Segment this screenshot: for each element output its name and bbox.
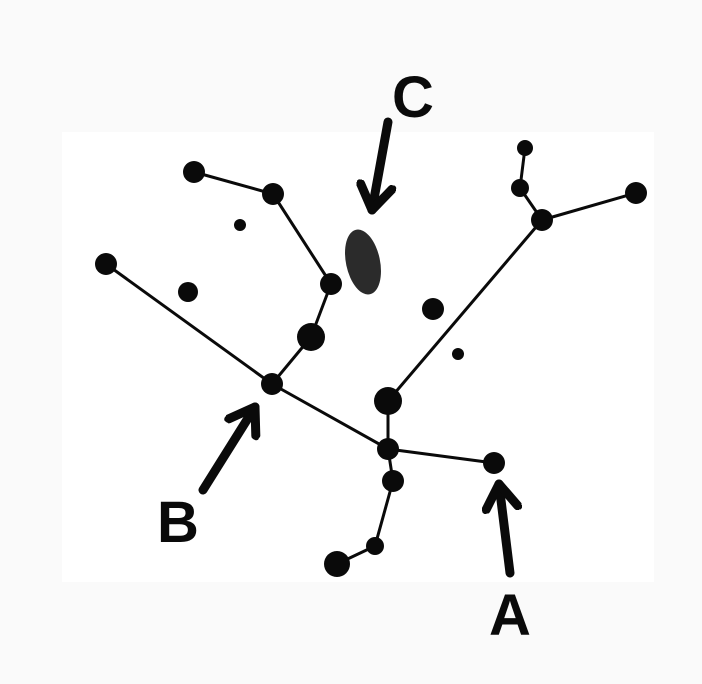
- isolated-dot: [452, 348, 464, 360]
- diagram-panel: [62, 132, 654, 582]
- isolated-dots: [178, 219, 464, 360]
- isolated-dot: [422, 298, 444, 320]
- node: [95, 253, 117, 275]
- pointer-arrows: [198, 117, 510, 578]
- edge: [104, 262, 274, 386]
- node: [382, 470, 404, 492]
- node: [625, 182, 647, 204]
- edge: [271, 192, 333, 286]
- edge: [270, 382, 390, 451]
- node: [320, 273, 342, 295]
- node-a: [483, 452, 505, 474]
- node: [297, 323, 325, 351]
- arrow-c: [372, 117, 388, 215]
- node: [366, 537, 384, 555]
- edge: [192, 170, 275, 196]
- target-ellipse: [345, 229, 381, 295]
- node: [183, 161, 205, 183]
- label-a: A: [489, 583, 531, 648]
- label-b: B: [157, 490, 199, 555]
- isolated-dot: [234, 219, 246, 231]
- node: [517, 140, 533, 156]
- node: [324, 551, 350, 577]
- node: [511, 179, 529, 197]
- node: [531, 209, 553, 231]
- node: [262, 183, 284, 205]
- edge: [540, 191, 638, 222]
- node-b: [261, 373, 283, 395]
- label-c: C: [392, 65, 434, 130]
- edge: [386, 218, 544, 403]
- edge: [386, 447, 496, 465]
- node: [374, 387, 402, 415]
- graph-nodes: [95, 140, 647, 577]
- arrow-b: [198, 402, 255, 495]
- arrow-a: [499, 479, 510, 578]
- node: [377, 438, 399, 460]
- edge: [373, 479, 395, 548]
- isolated-dot: [178, 282, 198, 302]
